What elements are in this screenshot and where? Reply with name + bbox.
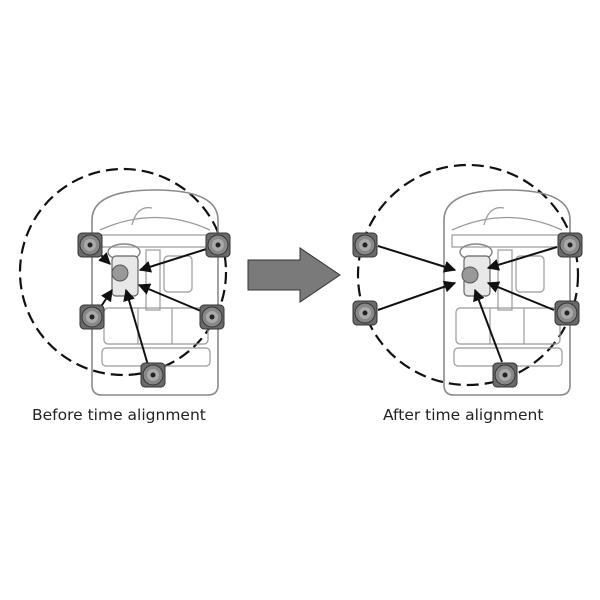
speaker-rear-center-after (492, 362, 518, 388)
listening-circle-before (18, 167, 228, 377)
speaker-rear-left-before (79, 304, 105, 330)
speaker-front-left-after (352, 232, 378, 258)
sound-paths-after (377, 245, 558, 363)
sound-paths-before (93, 245, 217, 373)
listening-circle-after (356, 163, 580, 387)
after-caption: After time alignment (383, 406, 544, 424)
before-caption: Before time alignment (32, 406, 206, 424)
before-panel (18, 167, 231, 396)
speaker-front-right-before (205, 232, 231, 258)
after-panel (352, 163, 583, 396)
listener-head-after (461, 266, 479, 284)
listener-head-before (111, 264, 129, 282)
speaker-rear-right-after (554, 300, 580, 326)
speaker-rear-center-before (140, 362, 166, 388)
speaker-rear-left-after (352, 300, 378, 326)
speaker-front-right-after (557, 232, 583, 258)
right-arrow-icon (247, 247, 341, 303)
speaker-rear-right-before (199, 304, 225, 330)
speaker-front-left-before (77, 232, 103, 258)
